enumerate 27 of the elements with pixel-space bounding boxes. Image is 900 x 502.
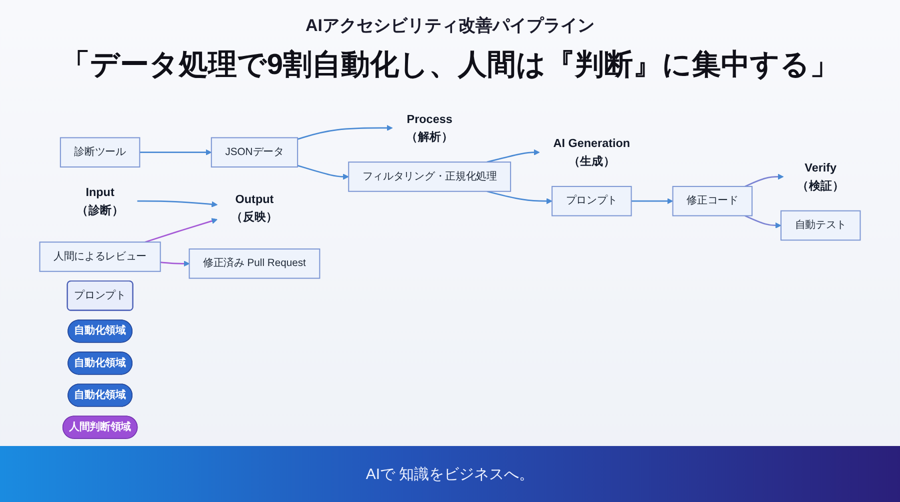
node-box: 自動テスト [780, 210, 861, 241]
node-box: 修正済み Pull Request [188, 248, 320, 279]
arrow [744, 215, 782, 228]
node-text: Process （解析） [406, 112, 454, 144]
node-box: 人間によるレビュー [39, 242, 161, 272]
arrow [137, 200, 218, 208]
node-text: AI Generation （生成） [553, 136, 630, 168]
arrow [486, 149, 540, 163]
arrow [140, 149, 212, 156]
node-text: Output （反映） [231, 192, 278, 224]
node-box: 診断ツール [60, 137, 140, 168]
arrow [744, 174, 784, 188]
node-text: Verify （検証） [797, 161, 844, 192]
node-box: JSONデータ [210, 137, 298, 168]
arrow [631, 198, 674, 204]
tagline: AIで 知識をビジネスへ。 [366, 464, 534, 484]
title: AIアクセシビリティ改善パイプライン [306, 15, 594, 37]
headline: 「データ処理で9割自動化し、人間は『判断』に集中する」 [60, 48, 840, 83]
arrow [160, 260, 190, 267]
arrow [297, 164, 349, 180]
node-text: Input （診断） [76, 186, 124, 216]
arrow [297, 124, 393, 140]
arrow [144, 218, 218, 243]
node-box: プロンプト [552, 186, 632, 216]
arrow [486, 190, 552, 204]
node-box: 修正コード [672, 186, 753, 216]
node-box: フィルタリング・正規化処理 [348, 162, 512, 192]
